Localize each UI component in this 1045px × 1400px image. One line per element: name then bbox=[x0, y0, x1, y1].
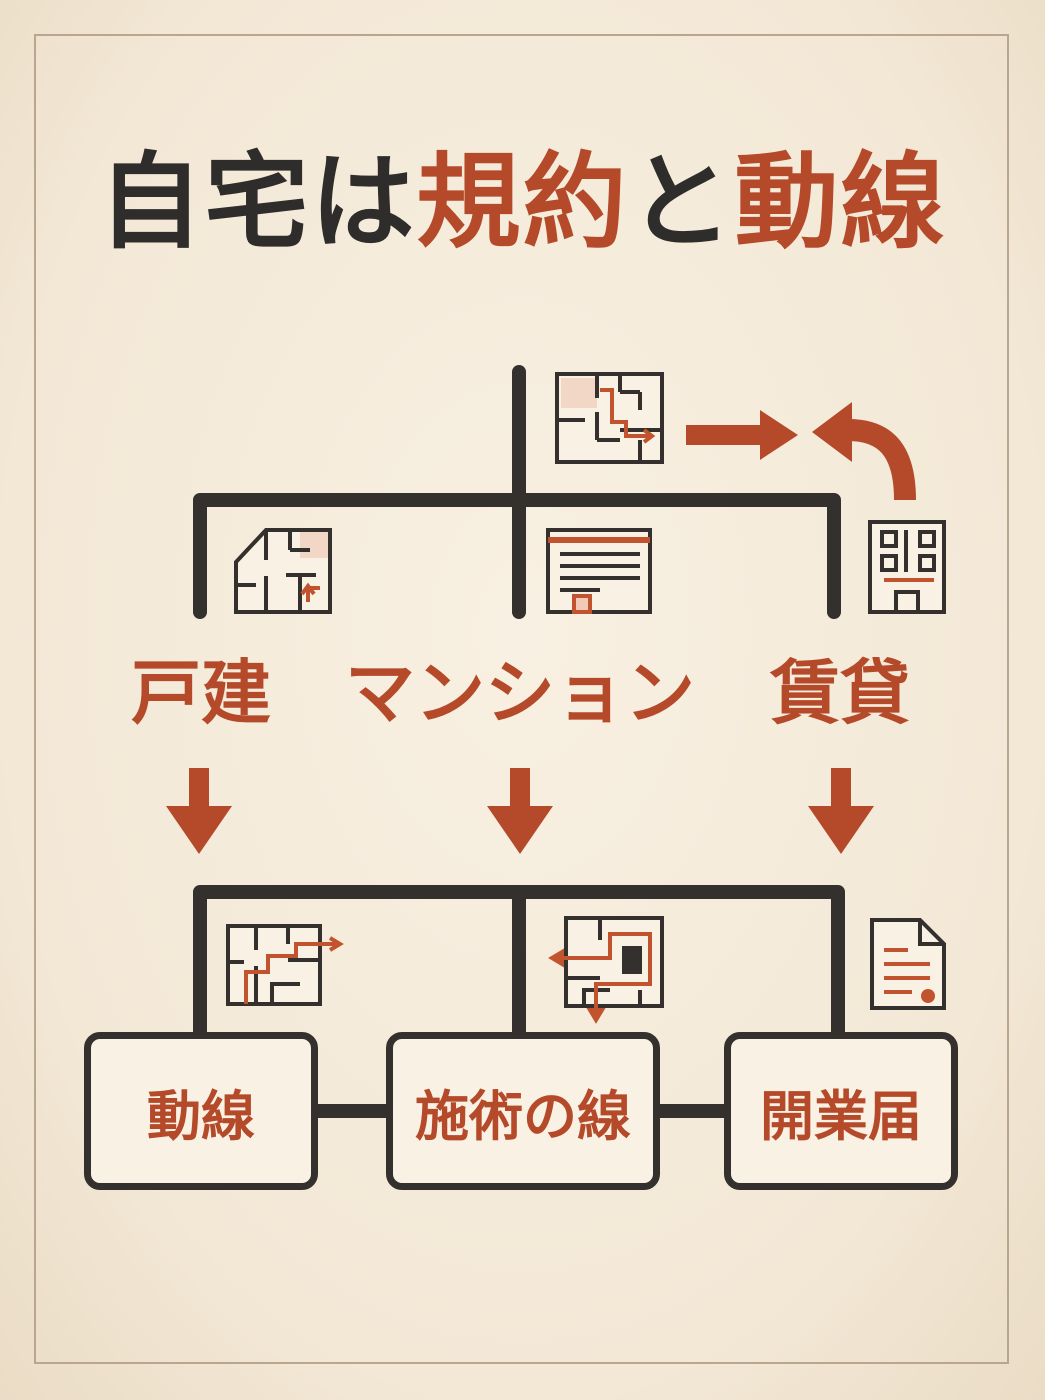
floorplan-route-icon bbox=[226, 924, 344, 1006]
outcome-label: 施術の線 bbox=[415, 1084, 631, 1148]
house-floorplan-icon bbox=[234, 528, 332, 614]
down-arrow-icon bbox=[487, 768, 553, 854]
title-part-1: 自宅は bbox=[98, 141, 417, 263]
curved-arrow-icon bbox=[812, 402, 916, 501]
floorplan-icon bbox=[555, 372, 664, 464]
title-part-2: 規約 bbox=[416, 141, 629, 263]
top-connectors bbox=[193, 365, 841, 619]
title-part-3: と bbox=[628, 141, 735, 263]
category-kodate: 戸建 bbox=[131, 652, 271, 734]
category-mansion: マンション bbox=[345, 652, 695, 734]
outcome-label: 開業届 bbox=[760, 1084, 922, 1148]
outcome-label: 動線 bbox=[147, 1084, 255, 1148]
down-arrows bbox=[166, 768, 874, 854]
outcome-box-kaigyo: 開業届 bbox=[724, 1032, 958, 1190]
bottom-connectors bbox=[193, 885, 845, 1118]
rental-building-icon bbox=[868, 520, 946, 614]
document-icon bbox=[870, 918, 946, 1010]
apartment-building-icon bbox=[546, 528, 652, 614]
page-title: 自宅は規約と動線 bbox=[0, 150, 1045, 254]
down-arrow-icon bbox=[808, 768, 874, 854]
outcome-box-sejutsu: 施術の線 bbox=[386, 1032, 660, 1190]
category-chintai: 賃貸 bbox=[770, 652, 910, 734]
treatment-route-icon bbox=[548, 916, 664, 1024]
title-part-4: 動線 bbox=[734, 141, 947, 263]
arrow-right-icon bbox=[686, 410, 798, 460]
outcome-box-doosen: 動線 bbox=[84, 1032, 318, 1190]
page-frame bbox=[34, 34, 1009, 1364]
down-arrow-icon bbox=[166, 768, 232, 854]
